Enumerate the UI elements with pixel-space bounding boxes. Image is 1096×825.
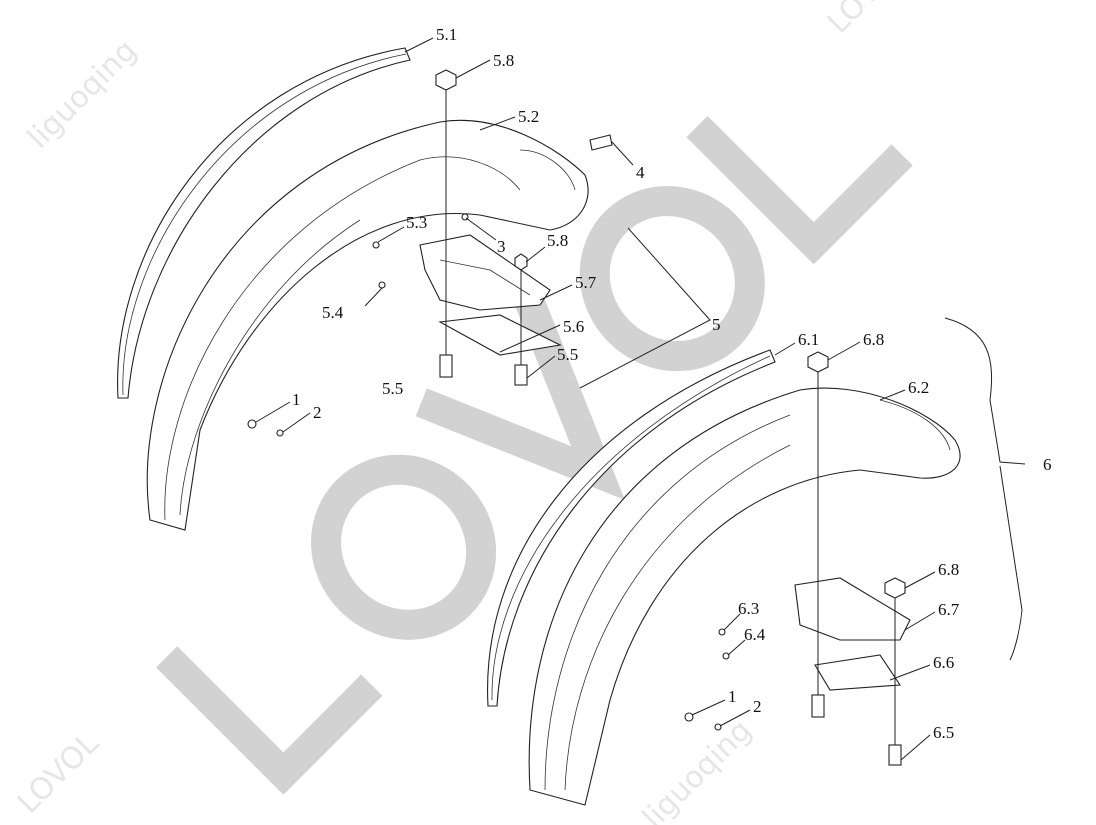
callout-6-1: 6.1: [798, 330, 819, 349]
fender-5-2: [146, 119, 589, 531]
callout-2: 2: [753, 697, 762, 716]
callout-6-6: 6.6: [933, 653, 954, 672]
bracket-6-7: [794, 577, 911, 641]
callout-4: 4: [636, 163, 645, 182]
callout-5-6: 5.6: [563, 317, 584, 336]
callout-5-8: 5.8: [547, 231, 568, 250]
watermark-lovol: [156, 115, 913, 795]
callout-6-5: 6.5: [933, 723, 954, 742]
callout-6-2: 6.2: [908, 378, 929, 397]
fender-6-2: [528, 387, 961, 806]
callout-6-8: 6.8: [938, 560, 959, 579]
fasteners-6: [684, 351, 906, 766]
callout-1: 1: [728, 687, 737, 706]
callout-5-5: 5.5: [382, 379, 403, 398]
callout-1: 1: [292, 390, 301, 409]
callout-5-7: 5.7: [575, 273, 597, 292]
fender-strip-5-1: [117, 47, 411, 399]
callout-6-7: 6.7: [938, 600, 960, 619]
plate-6-6: [814, 654, 901, 691]
callout-5-2: 5.2: [518, 107, 539, 126]
callout-5-8: 5.8: [493, 51, 514, 70]
callout-5: 5: [712, 315, 721, 334]
watermark-liguoqing: liguoqing: [636, 713, 759, 825]
callout-2: 2: [313, 403, 322, 422]
bracket-5-7: [419, 234, 551, 311]
watermark-liguoqing: liguoqing: [21, 33, 144, 156]
callout-6-8: 6.8: [863, 330, 884, 349]
callout-5-4: 5.4: [322, 303, 344, 322]
callout-5-5: 5.5: [557, 345, 578, 364]
watermark-lovol-corner: LOVOL: [821, 0, 916, 41]
watermark-lovol-corner: LOVOL: [11, 726, 106, 821]
callout-6-4: 6.4: [744, 625, 766, 644]
fasteners-5: [247, 69, 613, 437]
callout-3: 3: [497, 237, 506, 256]
plate-5-6: [438, 314, 562, 356]
leader-lines: [255, 37, 1026, 761]
callout-5-1: 5.1: [436, 25, 457, 44]
callout-6: 6: [1043, 455, 1052, 474]
callout-5-3: 5.3: [406, 213, 427, 232]
fender-strip-6-1: [487, 349, 776, 707]
callout-6-3: 6.3: [738, 599, 759, 618]
